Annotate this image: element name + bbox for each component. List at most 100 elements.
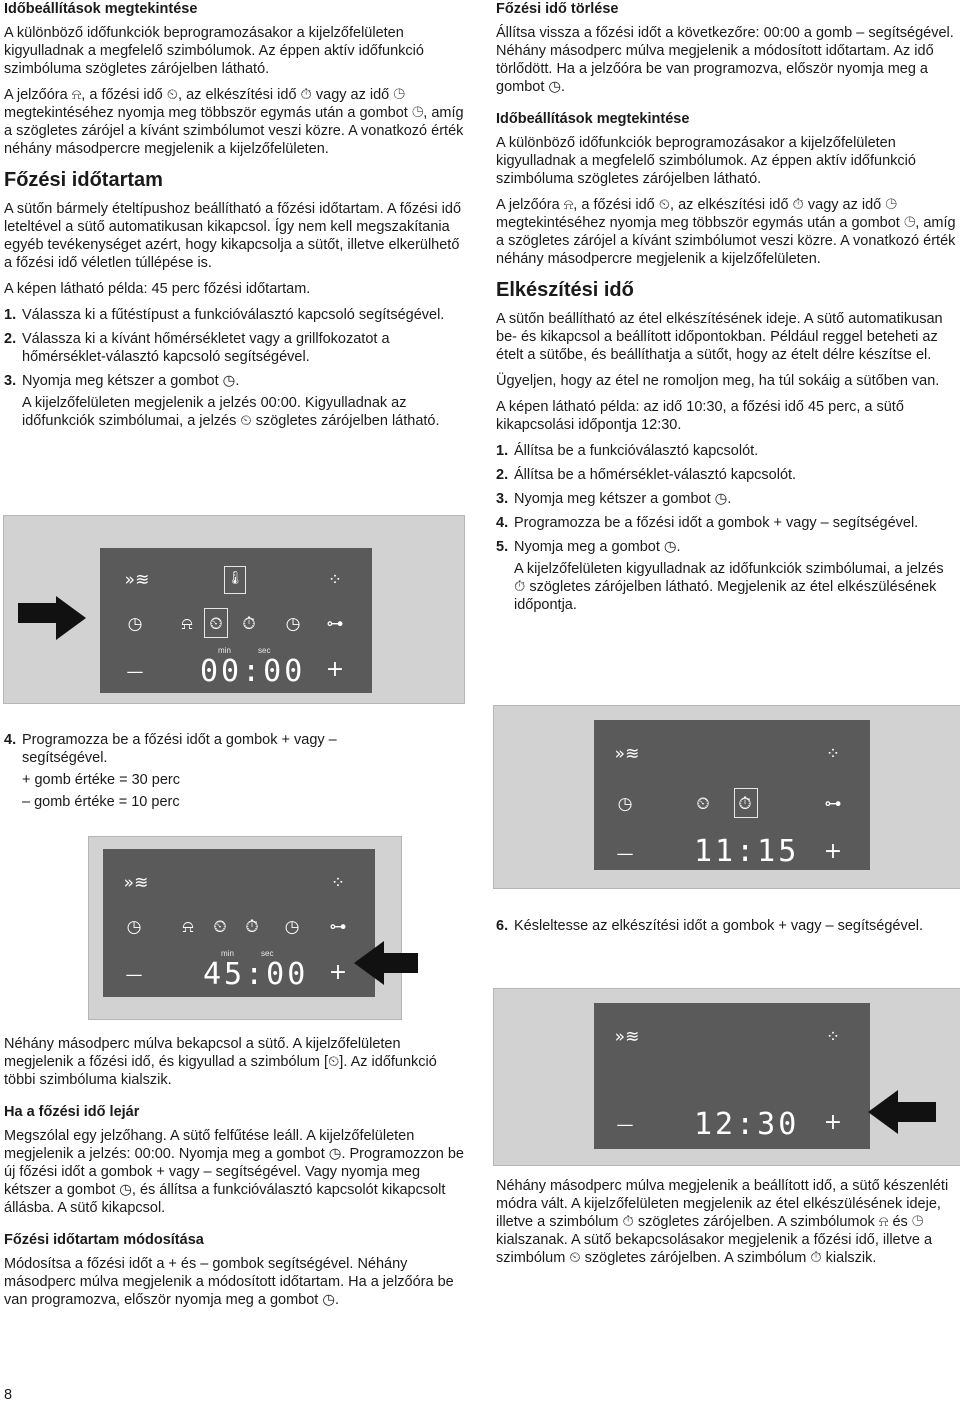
pointer-arrow-head (354, 941, 384, 985)
minus-button[interactable]: — (125, 965, 143, 985)
pointer-arrow-head (868, 1090, 898, 1134)
section-heading: Elkészítési idő (496, 279, 634, 301)
step-note: + gomb értéke = 30 perc (22, 772, 180, 788)
step-item: 1. Állítsa be a funkcióválasztó kapcsoló… (496, 443, 759, 459)
clock-icon: ◷ (284, 917, 300, 937)
plus-button[interactable]: + (328, 960, 348, 985)
step-text: Programozza be a főzési időt a gombok + … (22, 732, 337, 766)
section-title: Főzési idő törlése (496, 1, 619, 17)
paragraph: A különböző időfunkciók beprogramozásako… (4, 25, 424, 77)
paragraph: A sütőn bármely ételtípushoz beállítható… (4, 201, 462, 271)
step-text: Nyomja meg kétszer a gombot ◷. (22, 373, 240, 389)
cook-time-icon: ⏲ (213, 917, 227, 937)
step-item: 6. Késleltesse az elkészítési időt a gom… (496, 918, 924, 934)
time-display: 12:30 (694, 1107, 800, 1142)
plus-button[interactable]: + (823, 1110, 843, 1135)
end-time-icon: ⏱ (245, 917, 259, 937)
oven-panel-1: »≋ 🌡 ⁘ ◷ ⍾ ⏲ ⏱ ◷ ⊶ — min sec 00:00 + (3, 515, 465, 704)
right-column-top: Főzési idő törlése Állítsa vissza a főzé… (496, 0, 958, 624)
paragraph: Állítsa vissza a főzési időt a következő… (496, 25, 954, 95)
paragraph: A képen látható példa: 45 perc főzési id… (4, 281, 311, 297)
paragraph: A különböző időfunkciók beprogramozásako… (496, 135, 916, 187)
paragraph: A képen látható példa: az idő 10:30, a f… (496, 399, 904, 433)
paragraph: Néhány másodperc múlva megjelenik a beál… (496, 1178, 949, 1266)
display-screen: »≋ 🌡 ⁘ ◷ ⍾ ⏲ ⏱ ◷ ⊶ — min sec 00:00 + (100, 548, 372, 693)
thermometer-frame (224, 566, 246, 594)
display-screen: »≋ ⁘ ◷ ⍾ ⏲ ⏱ ◷ ⊶ — min sec 45:00 + (103, 849, 375, 997)
step-item: 2. Válassza ki a kívánt hőmérsékletet va… (4, 331, 390, 365)
oven-panel-4: »≋ ⁘ — 12:30 + (493, 988, 960, 1166)
step-note: – gomb értéke = 10 perc (22, 794, 180, 810)
minus-button[interactable]: — (616, 844, 634, 864)
sec-label: sec (261, 949, 274, 958)
pointer-arrow (382, 953, 418, 973)
display-screen: »≋ ⁘ ◷ ⏲ ⏱ ⊶ — 11:15 + (594, 720, 870, 870)
pointer-arrow (896, 1102, 936, 1122)
section-heading: Főzési időtartam (4, 169, 163, 191)
step-item: 4. Programozza be a főzési időt a gombok… (4, 731, 424, 815)
dots-icon: ⁘ (330, 873, 346, 893)
paragraph: Megszólal egy jelzőhang. A sütő felfűtés… (4, 1128, 464, 1216)
step-item: 3. Nyomja meg kétszer a gombot ◷. (496, 491, 732, 507)
heating-icon[interactable]: »≋ (614, 1027, 640, 1047)
time-display: 11:15 (694, 834, 800, 869)
dots-icon: ⁘ (825, 1027, 841, 1047)
left-column-bottom: Néhány másodperc múlva bekapcsol a sütő.… (4, 1035, 464, 1317)
clock-icon[interactable]: ◷ (127, 614, 143, 634)
minus-button[interactable]: — (616, 1115, 634, 1135)
heating-icon[interactable]: »≋ (124, 570, 150, 590)
plus-button[interactable]: + (823, 839, 843, 864)
dots-icon: ⁘ (327, 570, 343, 590)
clock-icon: ◷ (285, 614, 301, 634)
step-item: 1. Válassza ki a fűtéstípust a funkcióvá… (4, 307, 445, 323)
bell-icon: ⍾ (181, 614, 193, 634)
key-icon[interactable]: ⊶ (329, 917, 347, 937)
paragraph: Néhány másodperc múlva bekapcsol a sütő.… (4, 1036, 437, 1088)
selection-bracket (734, 788, 758, 818)
left-step-4: 4. Programozza be a főzési időt a gombok… (4, 731, 424, 821)
step-item: 2. Állítsa be a hőmérséklet-választó kap… (496, 467, 797, 483)
plus-button[interactable]: + (325, 657, 345, 682)
section-title: Időbeállítások megtekintése (4, 1, 198, 17)
key-icon[interactable]: ⊶ (326, 614, 344, 634)
section-title: Időbeállítások megtekintése (496, 111, 690, 127)
heating-icon[interactable]: »≋ (123, 873, 149, 893)
step-text: Nyomja meg a gombot ◷. (514, 539, 681, 555)
heating-icon[interactable]: »≋ (614, 744, 640, 764)
time-display: 45:00 (203, 957, 309, 992)
oven-panel-2: »≋ ⁘ ◷ ⍾ ⏲ ⏱ ◷ ⊶ — min sec 45:00 + (88, 836, 402, 1020)
right-column-bottom: Néhány másodperc múlva megjelenik a beál… (496, 1177, 958, 1275)
oven-panel-3: »≋ ⁘ ◷ ⏲ ⏱ ⊶ — 11:15 + (493, 705, 960, 889)
section-title: Főzési időtartam módosítása (4, 1232, 204, 1248)
paragraph: A jelzőóra ⍾, a főzési idő ⏲, az elkészí… (4, 87, 464, 157)
step-item: 3. Nyomja meg kétszer a gombot ◷. A kije… (4, 372, 464, 434)
selection-bracket (204, 608, 228, 638)
thermometer-icon: 🌡 (226, 571, 244, 586)
page-number: 8 (4, 1387, 13, 1403)
sec-label: sec (258, 646, 271, 655)
bell-icon: ⍾ (182, 917, 194, 937)
step-item: 4. Programozza be a főzési időt a gombok… (496, 515, 919, 531)
right-step-6: 6. Késleltesse az elkészítési időt a gom… (496, 917, 936, 941)
dots-icon: ⁘ (825, 744, 841, 764)
step-extra: A kijelzőfelületen kigyulladnak az időfu… (514, 561, 944, 613)
clock-icon[interactable]: ◷ (617, 794, 633, 814)
step-item: 5. Nyomja meg a gombot ◷. A kijelzőfelül… (496, 538, 958, 618)
min-label: min (218, 646, 231, 655)
min-label: min (221, 949, 234, 958)
clock-icon[interactable]: ◷ (126, 917, 142, 937)
step-extra: A kijelzőfelületen megjelenik a jelzés 0… (22, 395, 440, 429)
key-icon[interactable]: ⊶ (824, 794, 842, 814)
minus-button[interactable]: — (126, 662, 144, 682)
end-time-icon: ⏱ (242, 614, 256, 634)
left-column-top: Időbeállítások megtekintése A különböző … (4, 0, 464, 440)
end-time-icon: ⏱ (738, 794, 752, 814)
paragraph: A sütőn beállítható az étel elkészítésén… (496, 311, 943, 363)
pointer-arrow (18, 603, 58, 623)
section-title: Ha a főzési idő lejár (4, 1104, 140, 1120)
time-display: 00:00 (200, 654, 306, 689)
display-screen: »≋ ⁘ — 12:30 + (594, 1003, 870, 1149)
cook-time-icon: ⏲ (696, 794, 710, 814)
paragraph: A jelzőóra ⍾, a főzési idő ⏲, az elkészí… (496, 197, 956, 267)
cook-time-icon: ⏲ (209, 614, 223, 634)
